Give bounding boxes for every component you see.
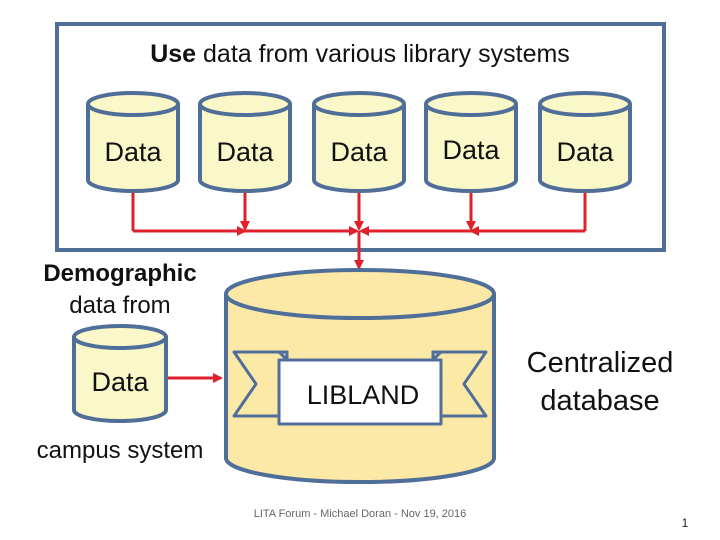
demographic-line-2: data from [69, 292, 171, 319]
central-caption-line-1: Centralized [526, 347, 674, 379]
centralized-database-caption: Centralized database [500, 344, 700, 420]
demographic-label: Demographic data from [20, 258, 220, 322]
slide-footer: LITA Forum - Michael Doran - Nov 19, 201… [253, 508, 467, 520]
campus-system-label: campus system [36, 437, 204, 464]
connector-arrows [131, 193, 587, 383]
library-systems-label: Use data from various library systems [150, 40, 570, 68]
campus-db-cylinder [72, 324, 168, 423]
central-caption-line-2: database [540, 385, 660, 417]
library-db-label: Data [442, 135, 500, 165]
library-db-cylinder [312, 91, 406, 193]
libland-banner-text: LIBLAND [306, 380, 420, 410]
library-db-label: Data [104, 137, 162, 167]
page-number: 1 [681, 516, 689, 530]
library-db-label: Data [330, 137, 388, 167]
library-db-cylinder [86, 91, 180, 193]
library-db-cylinder [424, 91, 518, 193]
demographic-line-1: Demographic [43, 260, 197, 287]
library-db-cylinder [198, 91, 292, 193]
library-db-cylinder [538, 91, 632, 193]
library-db-label: Data [556, 137, 614, 167]
campus-db-label: Data [91, 367, 149, 397]
library-db-label: Data [216, 137, 274, 167]
libland-banner [232, 350, 488, 426]
